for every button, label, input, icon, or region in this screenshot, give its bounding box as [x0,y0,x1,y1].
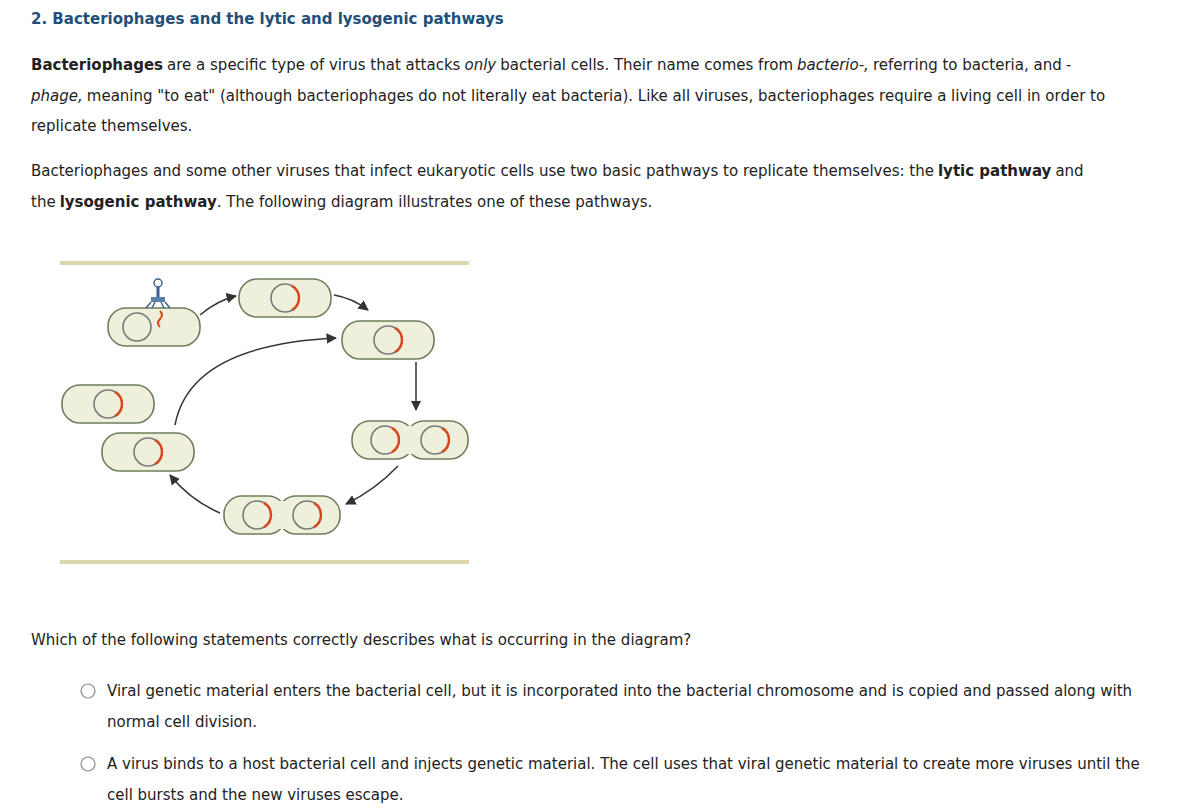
paragraph: Bacteriophages and some other viruses th… [31,156,1171,217]
radio-button [81,684,95,698]
infected-cell [108,279,200,346]
paragraph: Bacteriophagesare a specific type of vir… [31,50,1171,142]
text-run: Viral genetic material enters the bacter… [107,682,1132,731]
text-run: lytic pathway [938,162,1051,180]
text-run: referring to bacteria, and [873,56,1062,74]
host-cell [342,321,434,359]
cycle-arrows [170,295,416,513]
text-run: bacterio-, [797,56,869,74]
daughter-cell [62,385,154,423]
text-run: A virus binds to a host bacterial cell a… [107,755,1140,804]
title: 2. Bacteriophages and the lytic and lyso… [31,4,504,35]
question: Which of the following statements correc… [31,625,1171,656]
text-run: Which of the following statements correc… [31,631,691,649]
answer-option: A virus binds to a host bacterial cell a… [107,749,1157,810]
text-run: bacterial cells. Their name comes from [500,56,793,74]
daughter-cell [102,433,194,471]
text-run: . The following diagram illustrates one … [217,193,653,211]
text-run: Bacteriophages and some other viruses th… [31,162,934,180]
host-cell [239,279,331,317]
answer-option: Viral genetic material enters the bacter… [107,676,1157,737]
radio-button [81,757,95,771]
text-run: are a specific type of virus that attack… [167,56,460,74]
top-rule [60,261,469,265]
dividing-cell [224,496,340,534]
text-run: Bacteriophages [31,56,163,74]
dividing-cell [352,421,468,459]
bottom-rule [60,560,469,564]
text-run: lysogenic pathway [60,193,217,211]
text-run: only [464,56,496,74]
text-run: meaning "to eat" (although bacteriophage… [31,87,1105,136]
